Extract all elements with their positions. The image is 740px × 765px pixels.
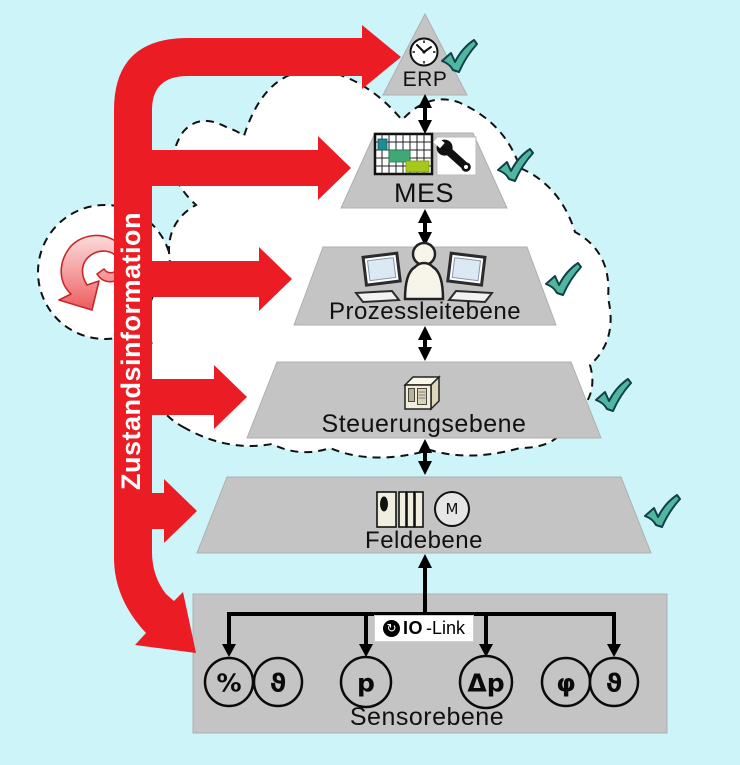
pyramid-levels (192, 12, 668, 734)
sensor-symbol-humidity: % (216, 668, 242, 698)
person-body (403, 261, 445, 301)
condition-flow-arrows (114, 25, 401, 653)
checkmark-icon (595, 378, 632, 412)
checkmark-icon (545, 262, 582, 296)
person-head (411, 241, 437, 267)
io-module-rack-icon (376, 491, 424, 528)
sensor-symbol-pressure: p (357, 668, 375, 698)
checkmarks (441, 39, 681, 528)
clock-icon (409, 37, 439, 67)
sensor-circles (203, 654, 640, 710)
checkmark-icon (644, 494, 681, 528)
gantt-chart-icon (373, 132, 434, 176)
wrench-icon (433, 136, 477, 176)
level-label-control: Steuerungsebene (321, 410, 527, 438)
condition-information-label: Zustandsinformation (116, 212, 146, 490)
io-link-badge: ↻ IO -Link (374, 615, 474, 642)
io-link-wiring (222, 612, 621, 657)
operator-workstations-icon (354, 241, 494, 304)
level-field-shape (196, 476, 652, 554)
level-label-mes: MES (393, 178, 455, 208)
sensor-symbol-diff-pressure: Δp (467, 668, 505, 698)
io-link-label-bold: IO (402, 618, 423, 638)
sensor-symbol-temperature-2: ϑ (605, 668, 623, 698)
level-label-process: Prozessleitebene (328, 298, 522, 325)
level-label-erp: ERP (402, 68, 448, 91)
sensor-symbol-flow: φ (556, 668, 576, 698)
plc-cabinet-icon (403, 375, 441, 411)
level-label-field: Feldebene (365, 527, 483, 554)
motor-icon (434, 491, 470, 527)
motor-letter: M (445, 500, 459, 518)
level-link-arrows (418, 94, 432, 614)
sensor-symbol-temperature: ϑ (269, 668, 287, 698)
io-link-label-rest: -Link (426, 618, 466, 638)
checkmark-icon (441, 39, 478, 73)
level-label-sensor: Sensorebene (349, 703, 505, 731)
io-link-logo-icon: ↻ (382, 620, 400, 637)
checkmark-icon (497, 148, 534, 182)
